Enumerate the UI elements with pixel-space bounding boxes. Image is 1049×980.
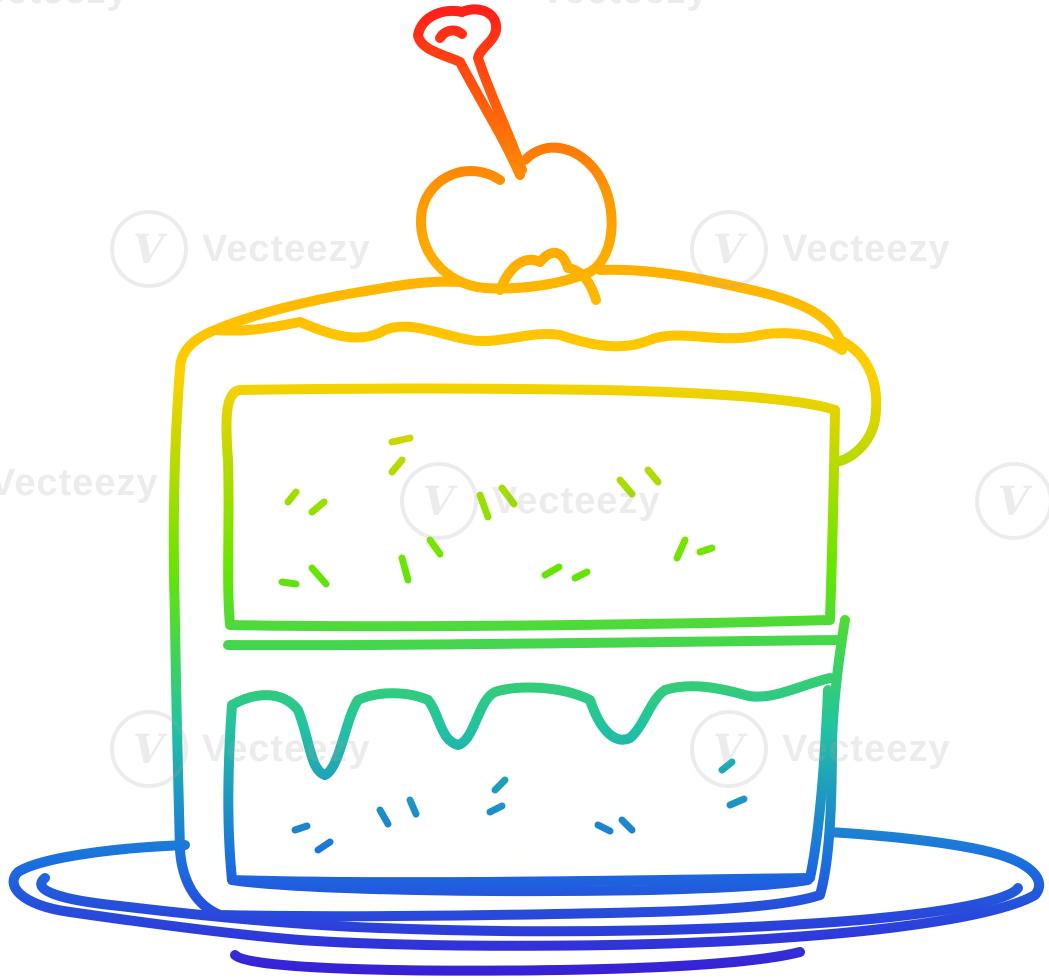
plate-outline xyxy=(8,827,1045,951)
cherry-stem-inner xyxy=(435,25,467,43)
cake-body-outline xyxy=(168,365,850,922)
upper-crumbs xyxy=(278,434,716,588)
lower-sponge-panel xyxy=(223,685,833,888)
icing-top xyxy=(175,264,882,467)
cream-drips xyxy=(227,673,835,780)
cherry-highlight xyxy=(495,248,601,305)
cherry-outline xyxy=(416,142,617,294)
upper-sponge-panel xyxy=(221,383,840,632)
lower-crumbs xyxy=(291,758,748,854)
plate-inner-rim xyxy=(36,873,1023,937)
cream-divider xyxy=(223,635,843,651)
lower-edge xyxy=(227,875,813,897)
cherry-stem xyxy=(413,4,527,180)
icing-wave xyxy=(210,317,847,355)
plate-bottom-edge xyxy=(230,947,805,976)
